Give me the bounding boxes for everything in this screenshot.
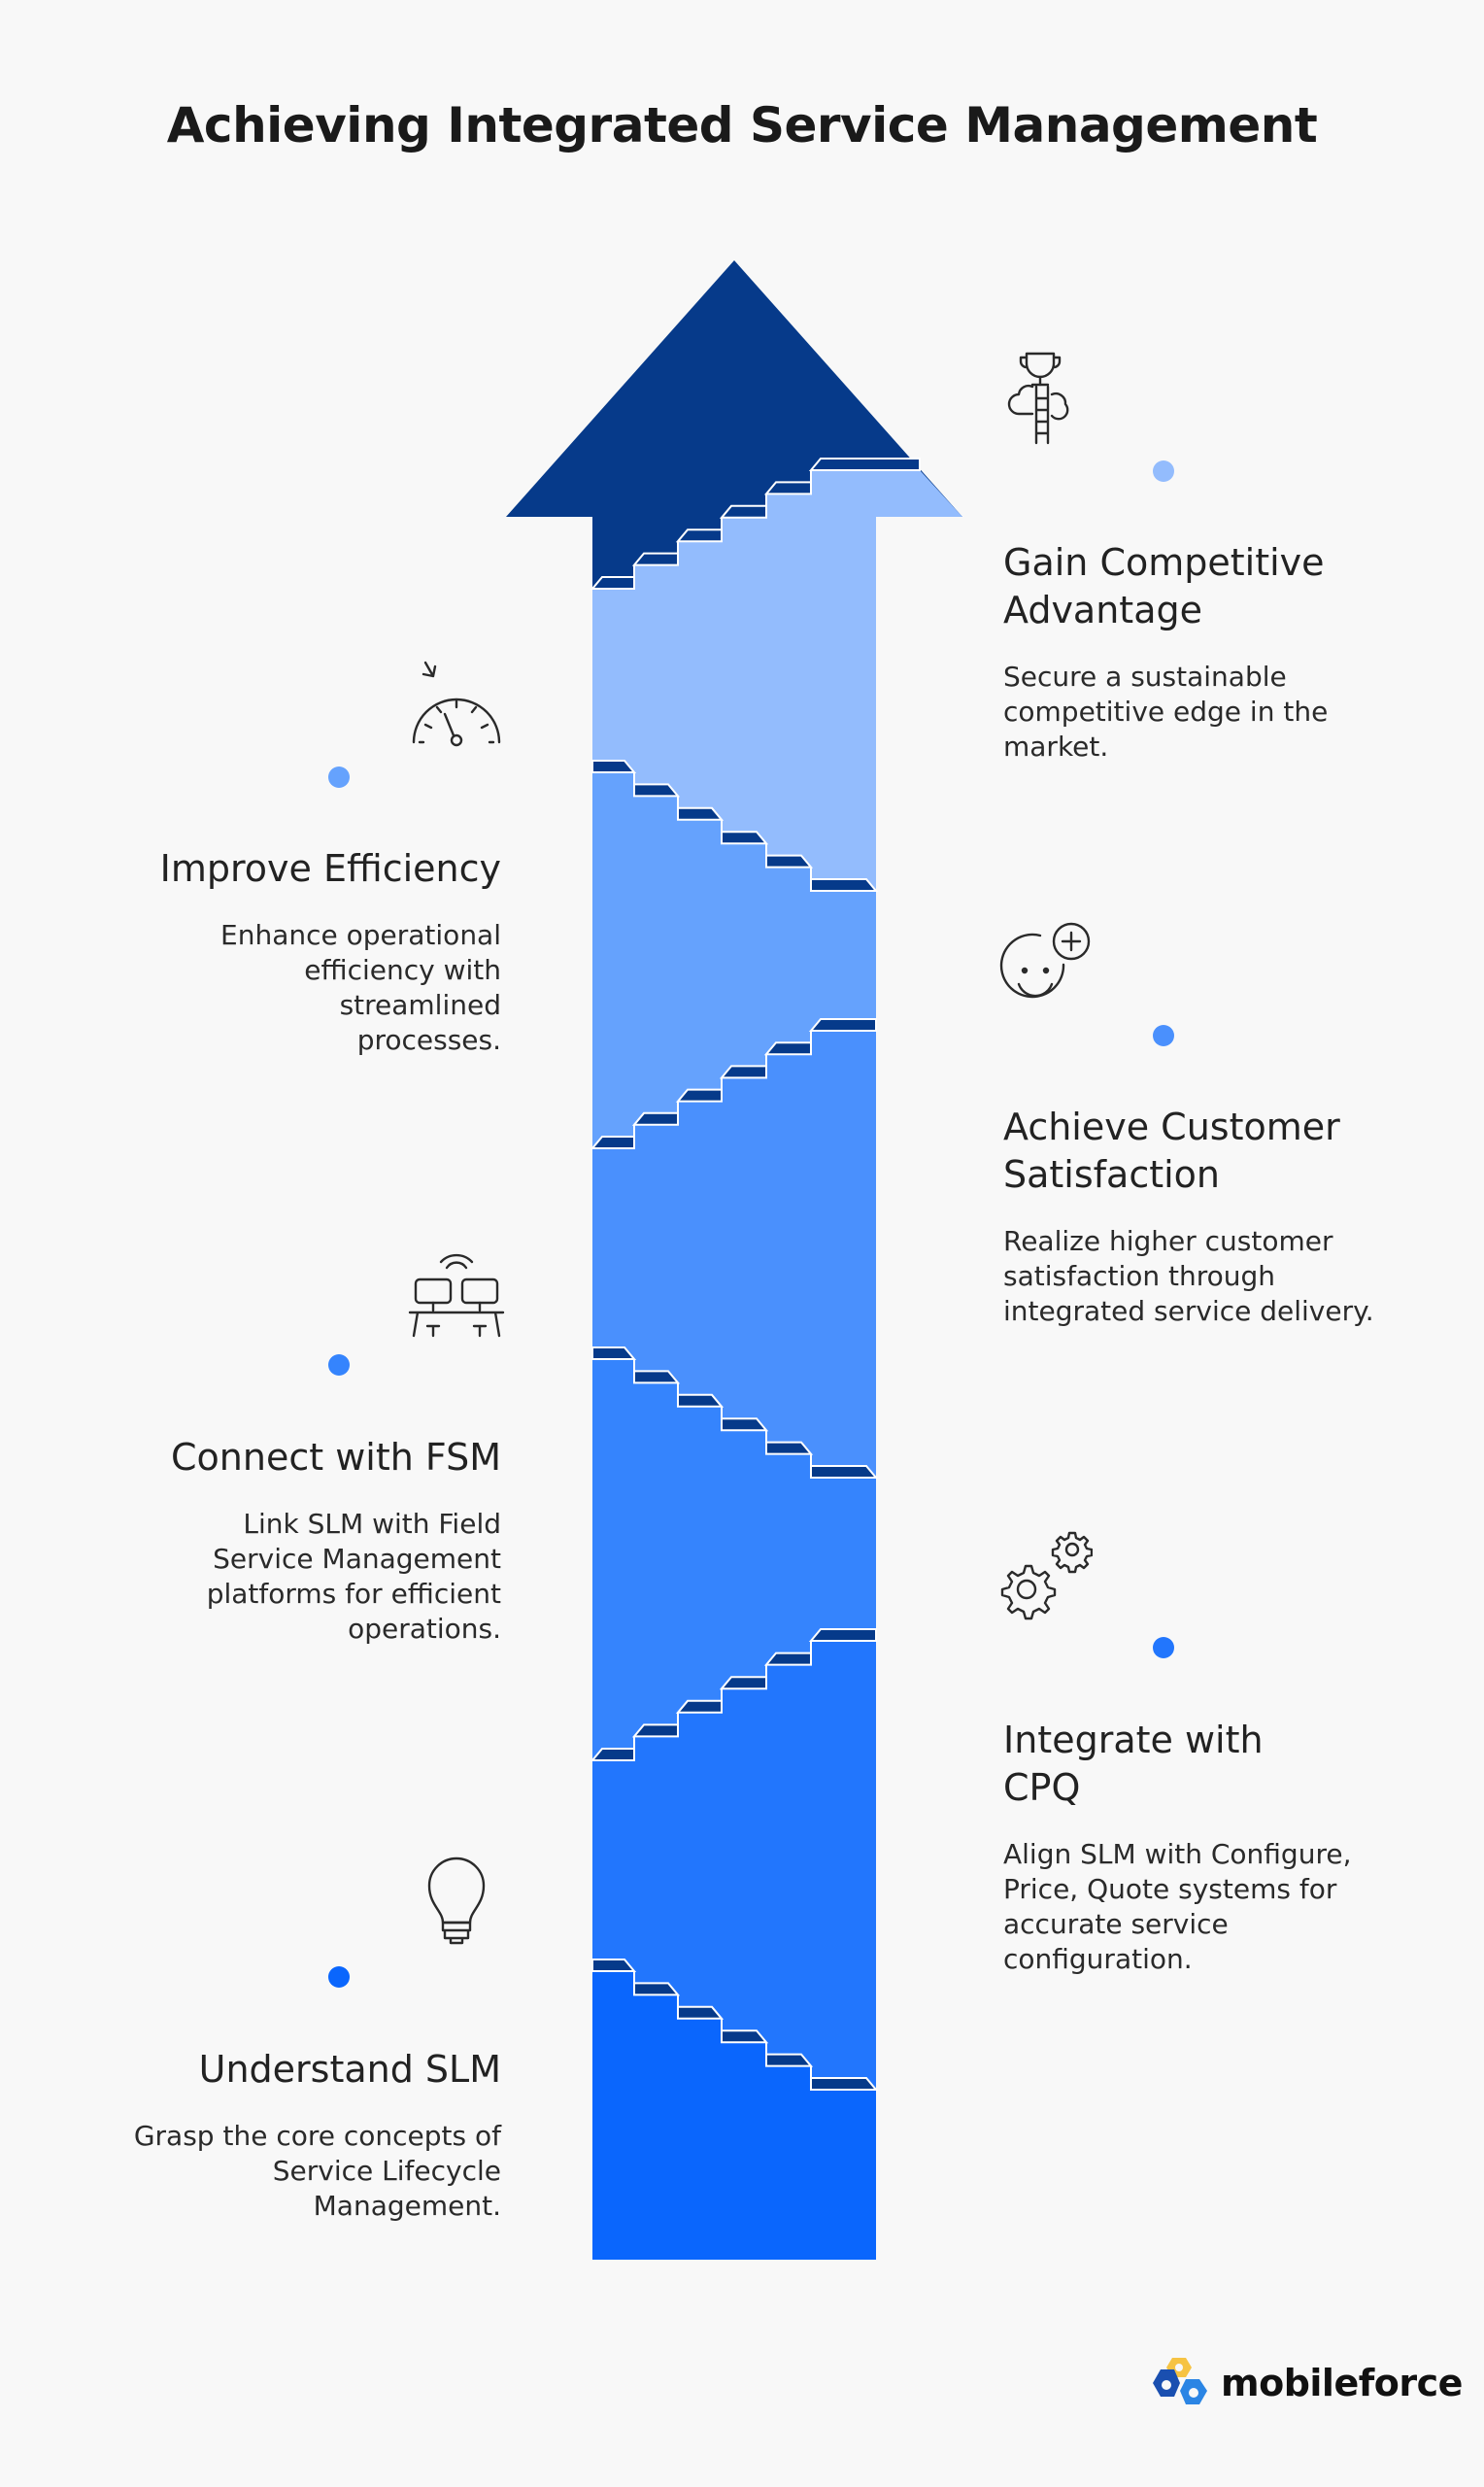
stage-understand-slm: Understand SLM Grasp the core concepts o… [93, 2046, 501, 2224]
logo-text: mobileforce [1221, 2362, 1463, 2404]
stair-tread [808, 458, 921, 471]
stair-tread [808, 1628, 877, 1642]
smiley-plus-icon [995, 916, 1093, 1013]
stage-connect-with-fsm: Connect with FSM Link SLM with Field Ser… [93, 1434, 501, 1647]
stage-heading: Understand SLM [198, 2048, 501, 2091]
stage-heading: Connect with FSM [171, 1436, 501, 1479]
stage-description: Enhance operational efficiency with stre… [220, 919, 501, 1056]
stage-heading: Integrate with CPQ [1003, 1719, 1264, 1809]
stage-description: Realize higher customer satisfaction thr… [1003, 1225, 1374, 1327]
stage-description: Grasp the core concepts of Service Lifec… [133, 2120, 501, 2222]
mobileforce-logo-icon [1153, 2358, 1207, 2404]
stage-dot [1153, 1637, 1174, 1658]
gears-icon [995, 1525, 1094, 1622]
lightbulb-icon [408, 1851, 505, 1948]
stage-description: Align SLM with Configure, Price, Quote s… [1003, 1838, 1352, 1975]
stair-tread [810, 878, 879, 892]
stage-dot [1153, 1025, 1174, 1046]
stage-integrate-with-cpq: Integrate with CPQ Align SLM with Config… [1003, 1717, 1411, 1977]
stair-tread [810, 1465, 879, 1479]
stair-tread [810, 2077, 879, 2091]
trophy-ladder-icon [997, 348, 1095, 445]
stair-tread [808, 1018, 877, 1032]
infographic-title: Achieving Integrated Service Management [166, 97, 1318, 153]
stage-dot [328, 767, 350, 788]
stage-heading: Achieve Customer Satisfaction [1003, 1106, 1340, 1196]
stage-dot [328, 1354, 350, 1376]
stage-dot [328, 1966, 350, 1988]
stage-improve-efficiency: Improve Efficiency Enhance operational e… [93, 845, 501, 1058]
stage-heading: Gain Competitive Advantage [1003, 541, 1325, 631]
stage-description: Link SLM with Field Service Management p… [206, 1508, 501, 1645]
stage-dot [1153, 460, 1174, 482]
connected-workstations-icon [408, 1248, 505, 1346]
speedometer-icon [408, 659, 505, 756]
arrow-segment [592, 1971, 876, 2260]
stage-heading: Improve Efficiency [159, 847, 501, 890]
mobileforce-logo: mobileforce [1151, 2356, 1463, 2410]
stage-description: Secure a sustainable competitive edge in… [1003, 661, 1329, 763]
stage-achieve-customer-satisfaction: Achieve Customer Satisfaction Realize hi… [1003, 1104, 1411, 1329]
stage-gain-competitive-advantage: Gain Competitive Advantage Secure a sust… [1003, 539, 1411, 765]
